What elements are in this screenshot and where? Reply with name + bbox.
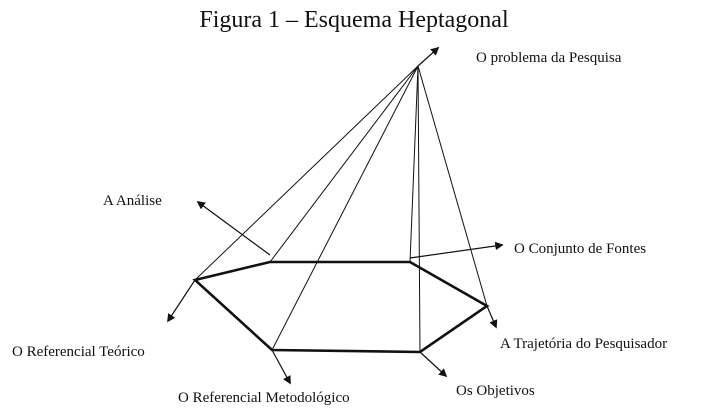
edge-apex-right	[417, 65, 488, 307]
arrow-objetivos	[419, 351, 448, 378]
label-trajetoria-pesquisador: A Trajetória do Pesquisador	[500, 336, 668, 352]
figure-title: Figura 1 – Esquema Heptagonal	[199, 7, 509, 33]
edge-apex-left	[194, 65, 419, 281]
label-arrows	[167, 46, 504, 385]
label-objetivos: Os Objetivos	[456, 383, 535, 399]
arrow-trajetoria	[486, 305, 498, 329]
pyramid-edges	[194, 65, 488, 353]
label-referencial-metodologico: O Referencial Metodológico	[178, 390, 350, 406]
label-conjunto-fontes: O Conjunto de Fontes	[514, 241, 647, 257]
label-analise: A Análise	[103, 193, 162, 209]
label-problema-pesquisa: O problema da Pesquisa	[476, 50, 622, 66]
edge-apex-front-right	[417, 65, 421, 353]
arrow-referencial-teorico	[167, 279, 196, 323]
label-referencial-teorico: O Referencial Teórico	[12, 344, 145, 360]
arrow-analise	[196, 201, 271, 256]
edge-apex-back-right	[409, 65, 419, 263]
base-polygon	[192, 260, 490, 354]
arrow-fontes	[409, 241, 504, 259]
arrow-apex	[417, 46, 440, 67]
edge-apex-back-left	[269, 65, 419, 263]
arrow-referencial-metodologico	[271, 349, 291, 385]
edge-apex-front-left	[271, 65, 419, 351]
